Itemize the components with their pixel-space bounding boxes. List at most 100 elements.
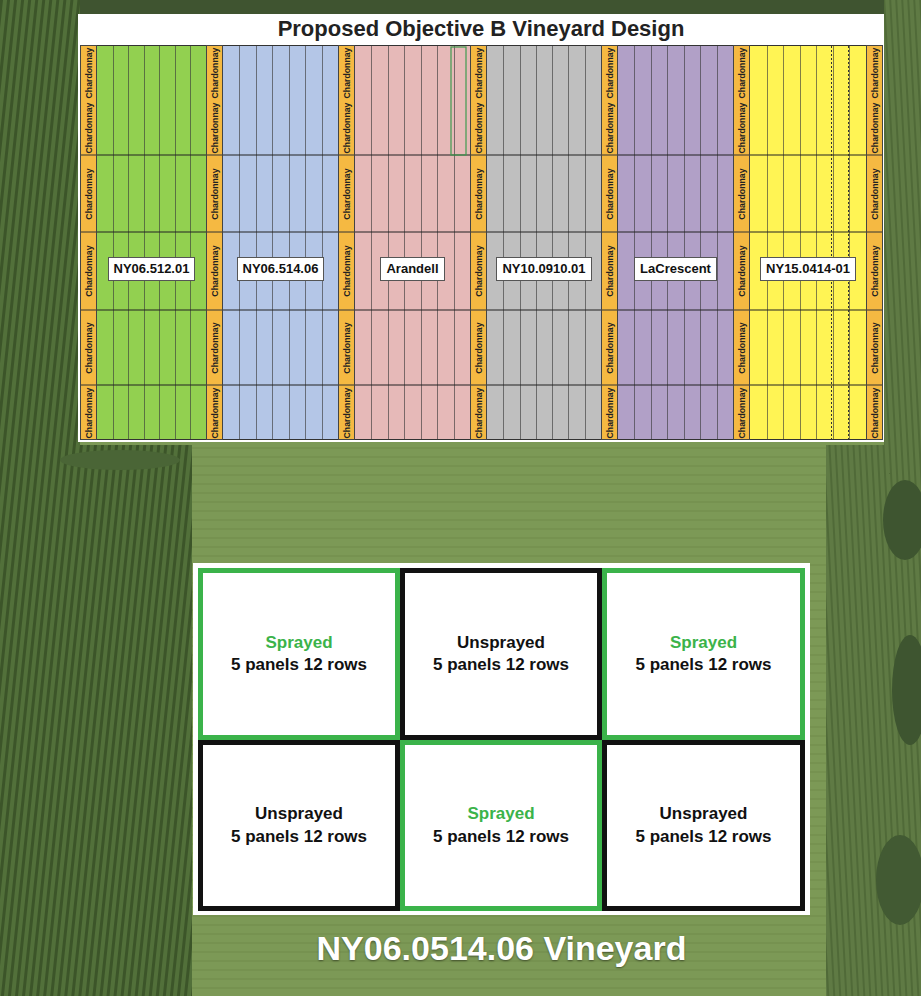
tree-line <box>0 0 921 16</box>
variety-name: NY15.0414-01 <box>760 257 856 281</box>
vine-row-line <box>800 46 801 439</box>
vine-row-line <box>536 46 537 439</box>
variety-label: Chardonnay <box>737 47 746 98</box>
vine-row-line <box>113 46 114 439</box>
vineyard-rows <box>0 445 192 996</box>
strip-cell: Chardonnay <box>207 100 222 155</box>
cell-line <box>602 232 617 233</box>
cell-line <box>602 155 617 156</box>
vine-row-line <box>520 46 521 439</box>
panel-line <box>97 231 206 232</box>
variety-label: Chardonnay <box>870 322 879 373</box>
chardonnay-strip: ChardonnayChardonnayChardonnayChardonnay… <box>866 45 883 440</box>
strip-cell: Chardonnay <box>867 45 882 100</box>
grid-lines <box>355 46 470 439</box>
cell-line <box>867 310 882 311</box>
variety-label: Chardonnay <box>870 102 879 153</box>
treatment-plot: Unsprayed5 panels 12 rows <box>602 740 805 911</box>
vine-row-line <box>767 46 768 439</box>
strip-cell: Chardonnay <box>207 155 222 232</box>
variety-label: Chardonnay <box>474 322 483 373</box>
strip-cell: Chardonnay <box>339 155 354 232</box>
panel-line <box>223 231 338 232</box>
strip-cell: Chardonnay <box>734 100 749 155</box>
vine-row-line <box>651 46 652 439</box>
panel-line <box>487 231 601 232</box>
chardonnay-strip: ChardonnayChardonnayChardonnayChardonnay… <box>338 45 355 440</box>
grid-lines <box>97 46 206 439</box>
chardonnay-strip: ChardonnayChardonnayChardonnayChardonnay… <box>80 45 97 440</box>
vine-row-line <box>585 46 586 439</box>
variety-label: Chardonnay <box>342 245 351 296</box>
variety-label: Chardonnay <box>870 168 879 219</box>
tree <box>883 480 921 560</box>
plot-size-label: 5 panels 12 rows <box>433 654 569 676</box>
vine-row-line <box>144 46 145 439</box>
variety-label: Chardonnay <box>474 245 483 296</box>
cell-line <box>207 155 222 156</box>
grid-lines <box>618 46 733 439</box>
vine-row-line <box>552 46 553 439</box>
variety-label: Chardonnay <box>210 47 219 98</box>
tree <box>60 450 180 470</box>
variety-label: Chardonnay <box>84 245 93 296</box>
plot-size-label: 5 panels 12 rows <box>231 654 367 676</box>
variety-label: Chardonnay <box>210 322 219 373</box>
cell-line <box>471 310 486 311</box>
strip-cell: Chardonnay <box>734 155 749 232</box>
strip-cell: Chardonnay <box>602 385 617 440</box>
cell-line <box>339 155 354 156</box>
cell-line <box>734 385 749 386</box>
cell-line <box>339 232 354 233</box>
chardonnay-strip: ChardonnayChardonnayChardonnayChardonnay… <box>601 45 618 440</box>
marker-outline <box>451 47 466 155</box>
panel-line <box>750 384 866 385</box>
strip-cell: Chardonnay <box>734 45 749 100</box>
design-panel <box>78 14 884 442</box>
cell-line <box>867 232 882 233</box>
treatment-label: Sprayed <box>265 632 332 654</box>
plot-size-label: 5 panels 12 rows <box>635 654 771 676</box>
panel-line <box>355 309 470 310</box>
vineyard-rows <box>884 0 921 445</box>
variety-name: NY06.514.06 <box>237 257 325 281</box>
cell-line <box>81 385 96 386</box>
strip-cell: Chardonnay <box>81 385 96 440</box>
plot-size-label: 5 panels 12 rows <box>635 826 771 848</box>
vine-row-line <box>503 46 504 439</box>
cell-line <box>207 310 222 311</box>
vine-row-line <box>128 46 129 439</box>
cell-line <box>867 385 882 386</box>
strip-cell: Chardonnay <box>867 385 882 440</box>
variety-band: NY10.0910.01 <box>487 45 601 440</box>
strip-cell: Chardonnay <box>207 310 222 385</box>
strip-cell: Chardonnay <box>81 155 96 232</box>
diagram-title: Proposed Objective B Vineyard Design <box>78 16 884 42</box>
grid-lines <box>223 46 338 439</box>
cell-line <box>81 310 96 311</box>
cell-line <box>734 155 749 156</box>
variety-label: Chardonnay <box>474 102 483 153</box>
variety-name: Arandell <box>380 257 444 281</box>
vine-row-line <box>239 46 240 439</box>
variety-label: Chardonnay <box>474 387 483 438</box>
variety-label: Chardonnay <box>474 47 483 98</box>
strip-cell: Chardonnay <box>339 45 354 100</box>
cell-line <box>207 232 222 233</box>
treatment-plot: Sprayed5 panels 12 rows <box>198 568 400 740</box>
strip-cell: Chardonnay <box>471 232 486 310</box>
panel-line <box>355 384 470 385</box>
cell-line <box>81 232 96 233</box>
vine-row-line <box>568 46 569 439</box>
variety-band: LaCrescent <box>618 45 733 440</box>
cell-line <box>339 385 354 386</box>
chardonnay-strip: ChardonnayChardonnayChardonnayChardonnay… <box>206 45 223 440</box>
variety-label: Chardonnay <box>737 322 746 373</box>
strip-cell: Chardonnay <box>81 100 96 155</box>
vine-row-line <box>700 46 701 439</box>
vine-row-line <box>371 46 372 439</box>
variety-label: Chardonnay <box>210 168 219 219</box>
panel-line <box>97 309 206 310</box>
strip-cell: Chardonnay <box>734 310 749 385</box>
